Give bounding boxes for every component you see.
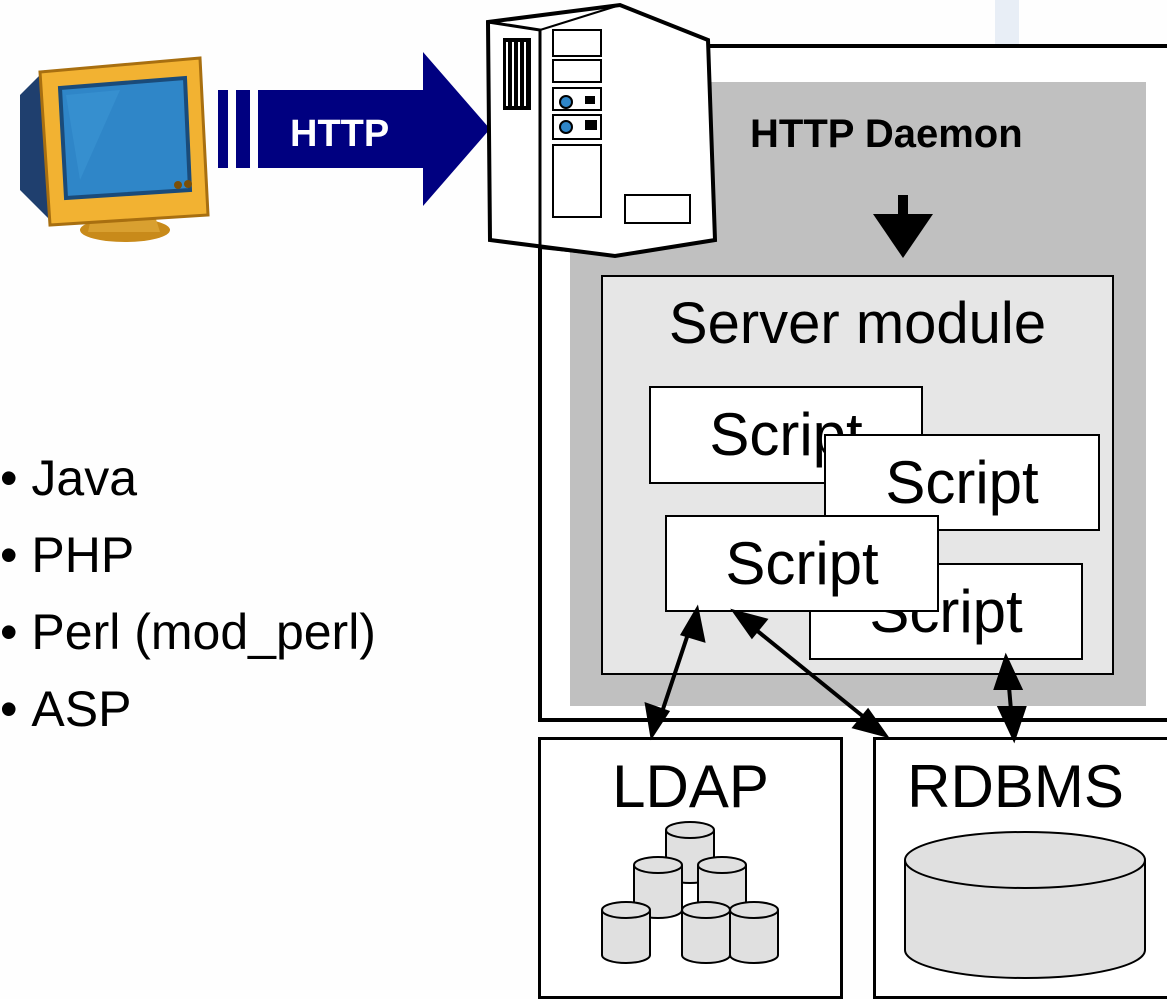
monitor-icon (20, 56, 210, 242)
language-item: Perl (mod_perl) (0, 594, 376, 671)
script-box: Script (665, 515, 939, 612)
database-cluster-icon (601, 821, 779, 964)
language-list: Java PHP Perl (mod_perl) ASP (0, 440, 376, 748)
http-daemon-title: HTTP Daemon (750, 112, 1023, 156)
script-box: Script (824, 434, 1100, 531)
connection-arrows (644, 604, 1027, 744)
http-label: HTTP (290, 113, 390, 155)
http-arrow (218, 52, 490, 206)
database-cylinder-icon (904, 831, 1146, 979)
language-item: Java (0, 440, 376, 517)
server-tower-icon (485, 2, 718, 259)
down-arrow (873, 195, 933, 258)
language-item: ASP (0, 671, 376, 748)
server-module-title: Server module (668, 291, 1047, 356)
rdbms-label: RDBMS (907, 753, 1124, 820)
language-item: PHP (0, 517, 376, 594)
ldap-label: LDAP (612, 753, 769, 820)
